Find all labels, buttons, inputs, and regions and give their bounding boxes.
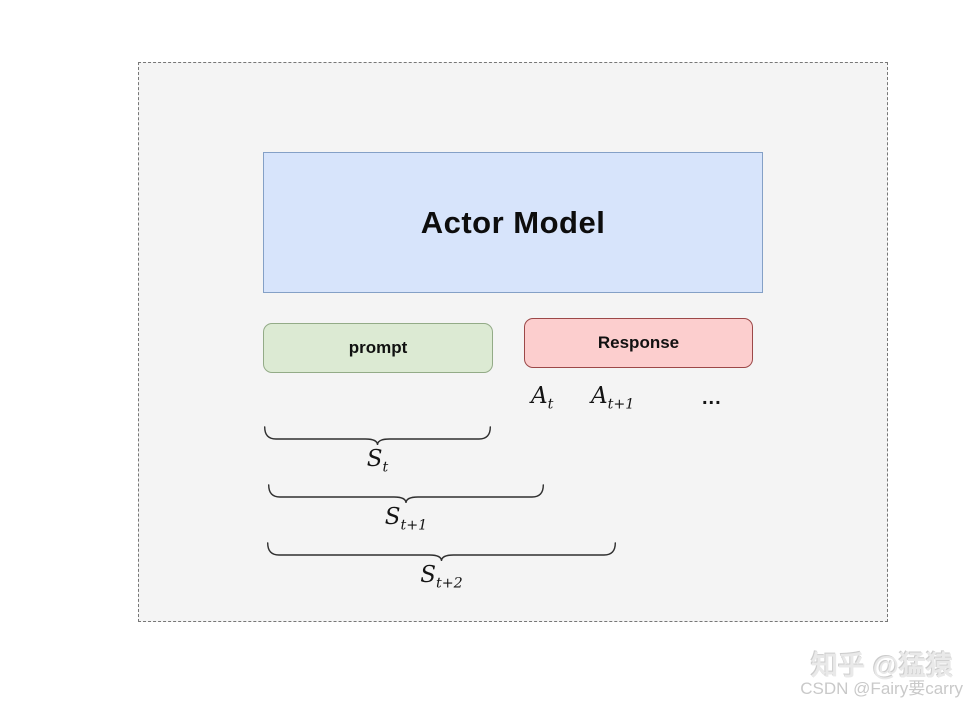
prompt-box: prompt [263,323,493,373]
underbrace-s-t-plus-1 [268,484,544,504]
actor-model-label: Actor Model [420,204,606,240]
prompt-label: prompt [348,338,408,357]
action-label-a-t-plus-1: At+1 [591,383,635,413]
watermark-zhihu: 知乎 @猛猿 [811,650,953,681]
underbrace-s-t [264,426,491,446]
response-box: Response [524,318,753,368]
state-label-s-t-plus-1: St+1 [384,504,428,534]
watermark: 知乎 @猛猿 CSDN @Fairy要carry [800,650,963,699]
action-label-a-t: At [531,383,554,413]
underbrace-s-t-plus-2 [267,542,616,562]
ellipsis-label: ... [702,387,722,409]
response-label: Response [597,333,680,352]
state-label-s-t-plus-2: St+2 [420,562,463,592]
watermark-csdn: CSDN @Fairy要carry [800,679,963,699]
state-label-s-t: St [366,446,389,476]
diagram-frame: Actor Model prompt Response At At+1 ... … [138,62,888,622]
actor-model-box: Actor Model [263,152,763,293]
